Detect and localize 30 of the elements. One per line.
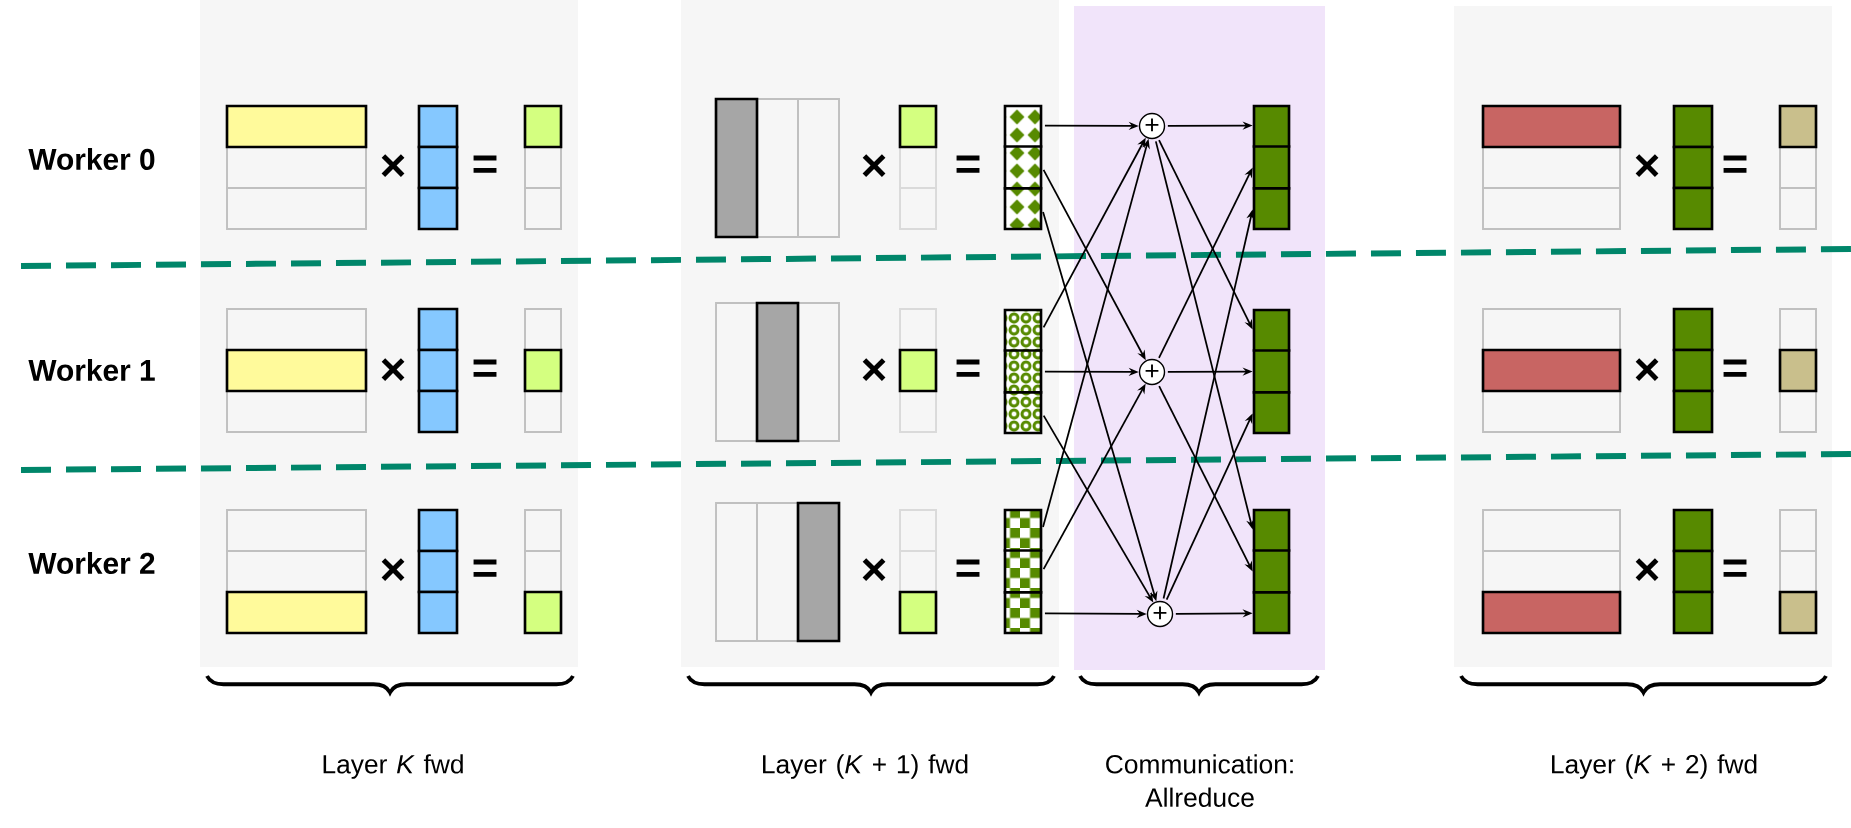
layer-label: Communication: Allreduce [1106,754,1293,807]
vector-drawing [1252,308,1291,435]
operator-sign: × [862,358,886,382]
operator-sign: × [1635,154,1659,178]
vector-drawing [1252,508,1291,635]
operator-sign: = [473,359,497,377]
patterned-vector [1003,508,1043,635]
patterned-vector [1003,308,1043,435]
operator-sign: = [1723,559,1747,577]
operator-sign: × [862,558,886,582]
layer-label: Layer (K + 1) fwd [763,754,968,779]
worker-label: Worker 2 [28,552,155,574]
operator-sign: × [381,358,405,382]
operator-sign: = [1723,155,1747,173]
operator-sign: = [956,359,980,377]
operator-sign: × [381,558,405,582]
worker-label: Worker 0 [28,148,155,170]
worker-label: Worker 1 [28,359,155,381]
operator-sign: = [473,155,497,173]
layer-label: Layer K fwd [323,754,463,779]
operator-sign: = [1723,359,1747,377]
patterned-vector [1003,104,1043,231]
operator-sign: × [1635,558,1659,582]
operator-sign: = [956,559,980,577]
operator-sign: × [381,154,405,178]
operator-sign: × [862,154,886,178]
vector-drawing [1252,104,1291,231]
layer-label: Layer (K + 2) fwd [1552,754,1757,779]
operator-sign: × [1635,358,1659,382]
operator-sign: = [473,559,497,577]
